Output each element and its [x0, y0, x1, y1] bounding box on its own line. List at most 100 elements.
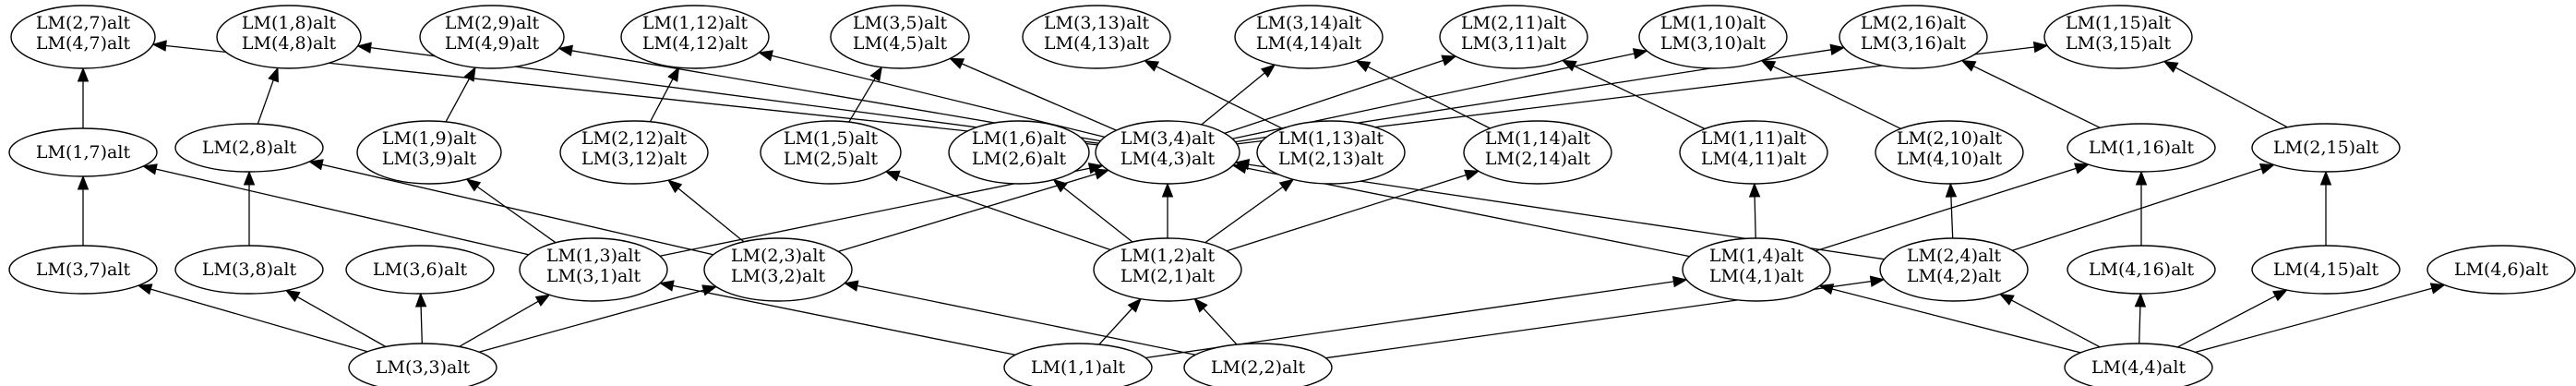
node-label: LM(1,15)alt	[2066, 13, 2172, 33]
arrowhead	[843, 280, 859, 292]
arrowhead	[463, 66, 476, 82]
edge-line	[296, 296, 387, 348]
edge-lm13-to-lm19	[465, 178, 557, 244]
node-lm33: LM(3,3)alt	[348, 343, 497, 386]
node-lm37: LM(3,7)alt	[8, 245, 158, 295]
node-ellipse	[559, 120, 709, 185]
arrowhead	[2429, 283, 2446, 295]
edge-line	[1367, 66, 1491, 129]
arrowhead	[137, 283, 153, 296]
node-label: LM(2,6)alt	[972, 149, 1067, 169]
node-label: LM(2,9)alt	[445, 13, 540, 33]
node-label: LM(4,12)alt	[642, 33, 749, 54]
arrowhead	[2135, 170, 2148, 186]
arrowhead	[307, 159, 324, 171]
edge-line	[1224, 59, 1444, 134]
node-label: LM(4,2)alt	[1907, 266, 2002, 286]
arrowhead	[869, 66, 883, 82]
edge-lm23-to-lm212	[666, 179, 745, 243]
node-ellipse	[1682, 237, 1831, 302]
node-ellipse	[356, 120, 502, 185]
node-label: LM(2,15)alt	[2273, 138, 2379, 158]
node-lm116: LM(1,16)alt	[2067, 123, 2216, 173]
node-label: LM(1,7)alt	[36, 142, 131, 163]
arrowhead	[1829, 43, 1846, 56]
edge-lm34-to-lm314	[1201, 64, 1276, 126]
node-ellipse	[1022, 5, 1171, 69]
edge-lm111-to-lm211	[1561, 59, 1706, 130]
node-ellipse	[2426, 245, 2576, 295]
node-ellipse	[174, 245, 324, 295]
node-label: LM(3,3)alt	[376, 357, 471, 378]
node-lm17: LM(1,7)alt	[8, 127, 158, 177]
edge-lm14-to-lm111	[1748, 182, 1761, 239]
edge-line	[961, 63, 1117, 131]
node-ellipse	[348, 343, 497, 386]
edge-line	[1831, 288, 2081, 354]
node-label: LM(1,9)alt	[382, 128, 477, 149]
arrowhead	[884, 170, 901, 182]
edge-line	[1815, 167, 2077, 252]
node-label: LM(1,2)alt	[1120, 246, 1216, 266]
node-label: LM(1,1)alt	[1031, 357, 1126, 378]
node-ellipse	[419, 5, 565, 69]
arrowhead	[77, 66, 90, 82]
node-label: LM(2,4)alt	[1907, 246, 2002, 266]
node-label: LM(2,11)alt	[1461, 13, 1567, 33]
node-lm416: LM(4,16)alt	[2067, 245, 2216, 295]
arrowhead	[268, 66, 279, 83]
node-ellipse	[1839, 5, 1988, 69]
node-ellipse	[1875, 120, 2024, 185]
edge-line	[420, 306, 423, 344]
arrowhead	[2319, 170, 2332, 186]
node-label: LM(3,6)alt	[373, 259, 468, 280]
node-label: LM(3,10)alt	[1660, 33, 1767, 54]
arrowhead	[1998, 293, 2015, 306]
arrowhead	[1234, 158, 1251, 171]
edge-line	[1574, 65, 1706, 130]
node-label: LM(3,1)alt	[546, 266, 641, 286]
edge-line	[2139, 306, 2141, 344]
node-label: LM(1,8)alt	[242, 13, 337, 33]
node-label: LM(2,2)alt	[1211, 357, 1306, 378]
arrowhead	[141, 163, 158, 175]
edge-lm22-to-lm12	[1193, 297, 1238, 345]
node-ellipse	[8, 245, 158, 295]
node-ellipse	[2064, 343, 2213, 386]
edge-line	[150, 288, 368, 353]
edge-line	[677, 187, 745, 243]
arrowhead	[465, 178, 482, 192]
edge-line	[1973, 66, 2101, 128]
edge-lm12-to-lm15	[884, 170, 1111, 251]
edge-lm28-to-lm18	[257, 66, 279, 125]
edge-line	[1063, 187, 1133, 243]
node-label: LM(2,8)alt	[202, 138, 297, 158]
arrowhead	[1632, 48, 1648, 60]
edge-lm415-to-lm215	[2319, 170, 2332, 246]
node-ellipse	[1256, 120, 1406, 185]
arrowhead	[2258, 163, 2276, 175]
node-lm11: LM(1,1)alt	[1003, 343, 1153, 386]
node-label: LM(4,8)alt	[242, 33, 337, 54]
node-label: LM(1,6)alt	[972, 128, 1067, 149]
node-ellipse	[519, 237, 668, 302]
node-lm44: LM(4,4)alt	[2064, 343, 2213, 386]
edge-lm14-to-lm116	[1815, 163, 2091, 252]
edge-lm34-to-lm211	[1224, 54, 1457, 134]
edge-lm416-to-lm116	[2135, 170, 2148, 246]
node-label: LM(4,4)alt	[2091, 357, 2187, 378]
node-label: LM(4,1)alt	[1709, 266, 1804, 286]
arrowhead	[414, 292, 427, 308]
edge-lm44-to-lm14	[1818, 283, 2081, 354]
edge-lm114-to-lm314	[1355, 60, 1491, 129]
node-label: LM(3,8)alt	[202, 259, 297, 280]
